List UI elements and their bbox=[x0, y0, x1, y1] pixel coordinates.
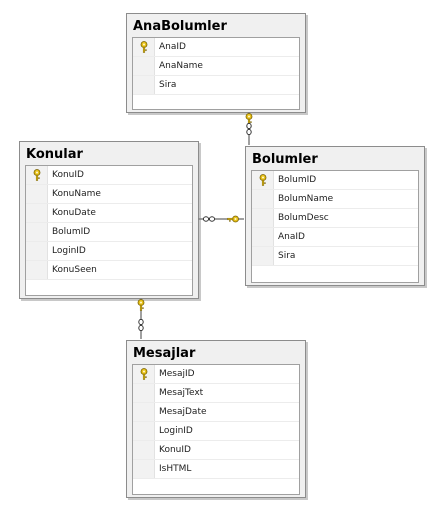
row-selector bbox=[26, 223, 48, 241]
column-name: IsHTML bbox=[159, 464, 192, 474]
row-selector bbox=[252, 209, 274, 227]
column-name: LoginID bbox=[159, 426, 193, 436]
row-selector bbox=[133, 460, 155, 478]
row-selector bbox=[133, 403, 155, 421]
column-name: BolumName bbox=[278, 194, 334, 204]
row-selector bbox=[26, 204, 48, 222]
row-selector bbox=[26, 261, 48, 279]
column-name: LoginID bbox=[52, 246, 86, 256]
key-icon bbox=[227, 215, 239, 223]
column-name: MesajDate bbox=[159, 407, 207, 417]
column-row[interactable]: KonuName bbox=[26, 185, 192, 204]
column-row[interactable]: KonuID bbox=[26, 166, 192, 185]
column-row[interactable]: Sira bbox=[252, 247, 418, 266]
column-row[interactable]: MesajID bbox=[133, 365, 299, 384]
row-selector bbox=[26, 185, 48, 203]
column-row[interactable]: Sira bbox=[133, 76, 299, 95]
row-selector bbox=[133, 384, 155, 402]
column-name: AnaID bbox=[159, 42, 186, 52]
row-selector bbox=[133, 422, 155, 440]
column-name: Sira bbox=[159, 80, 177, 90]
column-name: KonuSeen bbox=[52, 265, 97, 275]
column-row[interactable]: BolumDesc bbox=[252, 209, 418, 228]
column-name: KonuName bbox=[52, 189, 101, 199]
infinity-icon bbox=[246, 123, 252, 135]
column-row[interactable]: LoginID bbox=[133, 422, 299, 441]
relationship-konular-mesajlar[interactable] bbox=[137, 298, 145, 339]
row-selector bbox=[252, 228, 274, 246]
row-selector bbox=[133, 441, 155, 459]
column-row[interactable]: KonuID bbox=[133, 441, 299, 460]
column-name: AnaID bbox=[278, 232, 305, 242]
table-title: Mesajlar bbox=[133, 346, 196, 361]
key-icon bbox=[137, 299, 145, 311]
row-selector bbox=[133, 38, 155, 56]
row-selector bbox=[252, 171, 274, 189]
row-selector bbox=[252, 190, 274, 208]
column-name: KonuID bbox=[52, 170, 84, 180]
column-row[interactable]: MesajDate bbox=[133, 403, 299, 422]
column-name: MesajID bbox=[159, 369, 195, 379]
column-row[interactable]: BolumName bbox=[252, 190, 418, 209]
row-selector bbox=[133, 365, 155, 383]
column-name: MesajText bbox=[159, 388, 204, 398]
column-name: Sira bbox=[278, 251, 296, 261]
column-row[interactable]: BolumID bbox=[252, 171, 418, 190]
column-name: BolumID bbox=[52, 227, 91, 237]
table-title: AnaBolumler bbox=[133, 19, 227, 34]
row-selector bbox=[26, 166, 48, 184]
table-title: Bolumler bbox=[252, 152, 318, 167]
relationship-bolumler-konular[interactable] bbox=[198, 215, 244, 223]
column-name: AnaName bbox=[159, 61, 203, 71]
column-name: BolumID bbox=[278, 175, 317, 185]
row-selector bbox=[133, 76, 155, 94]
key-icon bbox=[245, 113, 253, 125]
infinity-icon bbox=[202, 216, 216, 222]
row-selector bbox=[133, 57, 155, 75]
column-name: KonuDate bbox=[52, 208, 96, 218]
row-selector bbox=[252, 247, 274, 265]
column-row[interactable]: KonuDate bbox=[26, 204, 192, 223]
column-row[interactable]: AnaID bbox=[133, 38, 299, 57]
infinity-icon bbox=[138, 319, 144, 331]
column-name: BolumDesc bbox=[278, 213, 329, 223]
column-row[interactable]: MesajText bbox=[133, 384, 299, 403]
relationship-anabolumler-bolumler[interactable] bbox=[245, 112, 253, 145]
table-title: Konular bbox=[26, 147, 83, 162]
column-row[interactable]: AnaName bbox=[133, 57, 299, 76]
column-row[interactable]: AnaID bbox=[252, 228, 418, 247]
column-row[interactable]: LoginID bbox=[26, 242, 192, 261]
column-row[interactable]: IsHTML bbox=[133, 460, 299, 479]
column-row[interactable]: BolumID bbox=[26, 223, 192, 242]
column-row[interactable]: KonuSeen bbox=[26, 261, 192, 280]
row-selector bbox=[26, 242, 48, 260]
column-name: KonuID bbox=[159, 445, 191, 455]
